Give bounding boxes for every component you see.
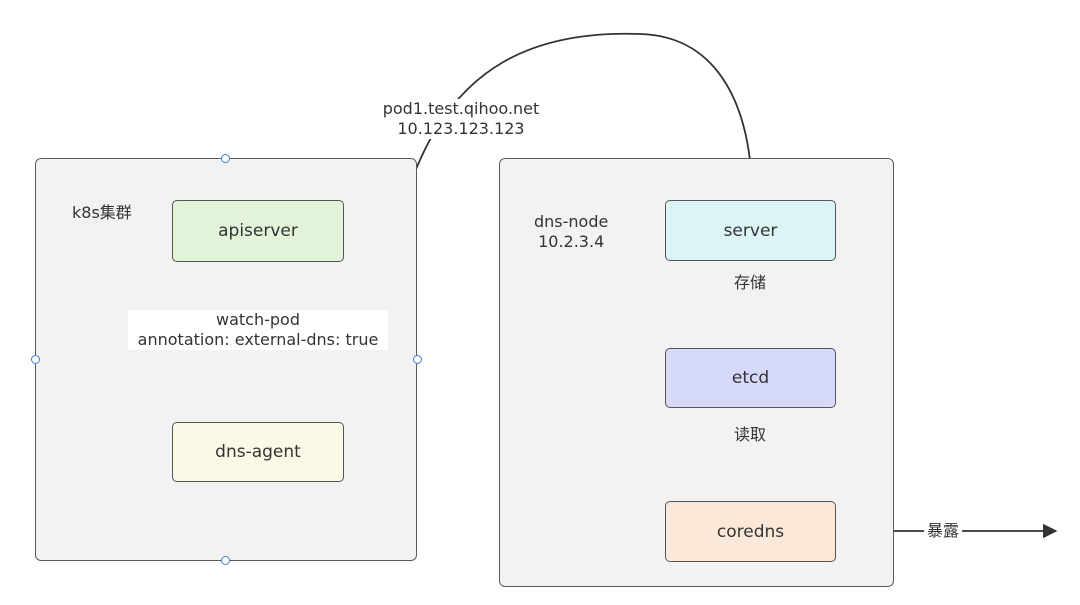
dns-agent-node[interactable]: dns-agent (172, 422, 344, 482)
etcd-node[interactable]: etcd (665, 348, 836, 408)
dns-agent-label: dns-agent (215, 442, 301, 462)
read-edge-label: 读取 (731, 425, 769, 445)
pod-dns-label-line1: pod1.test.qihoo.net (382, 99, 540, 118)
selection-handle-right[interactable] (413, 355, 422, 364)
server-node[interactable]: server (665, 200, 836, 261)
k8s-cluster-label: k8s集群 (72, 203, 132, 222)
watch-pod-label-line1: watch-pod (216, 310, 300, 329)
apiserver-node[interactable]: apiserver (172, 200, 344, 262)
server-label: server (723, 220, 778, 241)
etcd-label: etcd (731, 368, 770, 388)
pod-dns-label-line2: 10.123.123.123 (397, 119, 525, 138)
pod-dns-edge-label: pod1.test.qihoo.net 10.123.123.123 (360, 99, 562, 139)
watch-pod-label-line2: annotation: external-dns: true (137, 330, 379, 349)
watch-pod-edge-label: watch-pod annotation: external-dns: true (128, 310, 388, 350)
dns-node-name: dns-node (534, 212, 609, 231)
selection-handle-top[interactable] (221, 154, 230, 163)
selection-handle-bottom[interactable] (221, 556, 230, 565)
selection-handle-left[interactable] (31, 355, 40, 364)
coredns-label: coredns (716, 521, 785, 542)
dns-node-label: dns-node 10.2.3.4 (534, 212, 608, 252)
store-edge-label: 存储 (731, 273, 769, 293)
coredns-node[interactable]: coredns (665, 501, 836, 562)
apiserver-label: apiserver (218, 221, 298, 241)
dns-node-ip: 10.2.3.4 (538, 232, 605, 251)
expose-edge-label: 暴露 (924, 521, 962, 541)
